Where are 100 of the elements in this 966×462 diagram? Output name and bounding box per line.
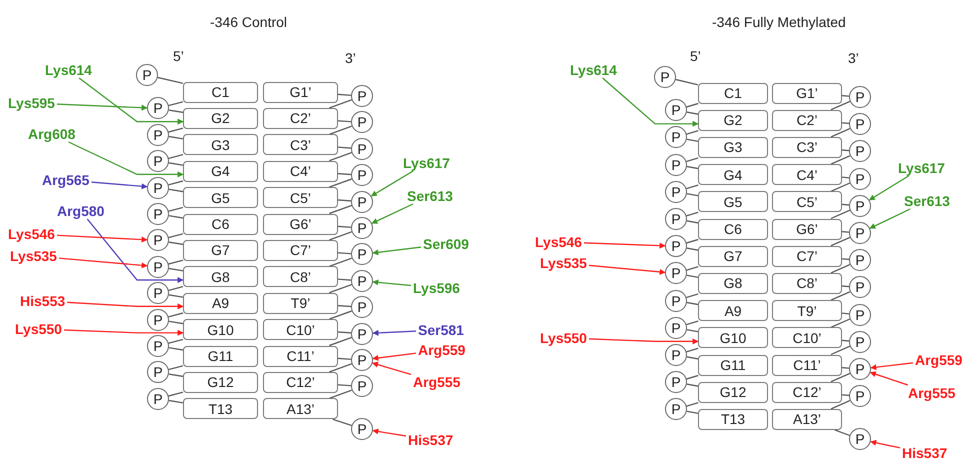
base-box: C5’ xyxy=(263,187,338,208)
arrow xyxy=(64,329,184,336)
residue-label: Lys617 xyxy=(403,155,450,171)
base-box: C10’ xyxy=(263,319,338,340)
backbone-line xyxy=(830,182,850,192)
backbone-line xyxy=(338,199,352,202)
base-box: G10 xyxy=(183,319,258,340)
residue-label: Arg555 xyxy=(413,374,460,390)
arrow xyxy=(870,440,900,448)
arrow xyxy=(584,242,666,249)
phosphate-circle: P xyxy=(147,124,169,146)
backbone-line xyxy=(676,78,698,86)
residue-label: Arg559 xyxy=(418,342,466,358)
residue-label: Lys595 xyxy=(8,95,55,111)
backbone-line xyxy=(338,173,352,176)
arrow xyxy=(588,264,666,275)
phosphate-circle: P xyxy=(136,64,158,86)
backbone-line xyxy=(168,154,184,159)
backbone-line xyxy=(686,374,698,380)
backbone-line xyxy=(686,193,698,196)
backbone-line xyxy=(686,238,698,244)
base-box: C3’ xyxy=(772,136,842,158)
phosphate-circle: P xyxy=(665,208,687,230)
backbone-line xyxy=(686,184,698,190)
backbone-line xyxy=(830,291,850,301)
residue-label: Arg608 xyxy=(28,126,76,142)
backbone-line xyxy=(168,286,184,291)
phosphate-circle: P xyxy=(351,85,373,107)
phosphate-circle: P xyxy=(849,168,871,190)
base-box: G12 xyxy=(183,372,258,393)
arrow xyxy=(370,170,414,197)
phosphate-circle: P xyxy=(665,262,687,284)
base-box: T9’ xyxy=(772,300,842,322)
residue-label: His537 xyxy=(408,432,454,448)
base-box: G5 xyxy=(183,187,258,208)
backbone-line xyxy=(329,99,352,108)
backbone-line xyxy=(329,310,352,320)
backbone-line xyxy=(168,242,184,245)
backbone-line xyxy=(338,94,352,96)
backbone-line xyxy=(168,162,184,166)
backbone-line xyxy=(338,252,352,254)
base-box: G8 xyxy=(698,272,768,294)
residue-label: Lys617 xyxy=(898,160,945,176)
base-box: C12’ xyxy=(772,382,842,403)
backbone-line xyxy=(842,149,850,152)
phosphate-circle: P xyxy=(147,361,169,384)
strand-end-label: 5’ xyxy=(690,48,701,64)
backbone-line xyxy=(329,178,352,188)
backbone-line xyxy=(158,76,184,84)
base-box: T13 xyxy=(183,398,258,420)
phosphate-circle: P xyxy=(147,176,169,199)
backbone-line xyxy=(686,348,698,352)
backbone-line xyxy=(842,122,850,124)
backbone-line xyxy=(168,400,184,404)
arrow xyxy=(86,218,184,283)
base-box: C7’ xyxy=(772,246,842,267)
arrow xyxy=(869,208,910,229)
backbone-line xyxy=(842,231,850,233)
backbone-line xyxy=(686,112,698,115)
residue-label: Lys550 xyxy=(15,321,62,337)
backbone-line xyxy=(168,136,184,140)
residue-label: Arg580 xyxy=(57,203,104,219)
arrow xyxy=(372,330,416,336)
base-box: C1 xyxy=(698,82,768,104)
backbone-line xyxy=(830,128,850,138)
base-box: C11’ xyxy=(772,354,842,376)
backbone-line xyxy=(686,220,698,224)
arrow xyxy=(56,234,148,243)
backbone-line xyxy=(338,305,352,308)
backbone-line xyxy=(168,392,184,397)
backbone-line xyxy=(686,402,698,407)
arrow xyxy=(56,104,148,111)
phosphate-circle: P xyxy=(351,138,373,160)
base-box: G1’ xyxy=(263,82,338,102)
arrow xyxy=(870,371,908,386)
phosphate-circle: P xyxy=(147,282,169,304)
arrow xyxy=(91,182,148,190)
base-box: G2 xyxy=(183,108,258,129)
phosphate-circle: P xyxy=(147,203,169,225)
arrow xyxy=(68,141,184,178)
phosphate-circle: P xyxy=(665,316,687,339)
base-box: G7 xyxy=(698,246,768,267)
strand-end-label: 3’ xyxy=(848,50,859,66)
backbone-line xyxy=(686,293,698,298)
arrow xyxy=(67,302,184,310)
backbone-line xyxy=(842,204,850,206)
phosphate-circle: P xyxy=(351,349,373,371)
phosphate-circle: P xyxy=(849,330,871,353)
backbone-line xyxy=(842,258,850,260)
backbone-line xyxy=(168,374,184,377)
phosphate-circle: P xyxy=(665,371,687,394)
backbone-line xyxy=(686,166,698,170)
base-box: C7’ xyxy=(263,240,338,261)
arrow xyxy=(372,352,416,361)
strand-end-label: 3’ xyxy=(345,50,356,66)
base-box: G5 xyxy=(698,191,768,212)
backbone-line xyxy=(168,128,184,133)
phosphate-circle: P xyxy=(147,308,169,331)
base-box: G7 xyxy=(183,240,258,261)
phosphate-circle: P xyxy=(351,375,373,398)
